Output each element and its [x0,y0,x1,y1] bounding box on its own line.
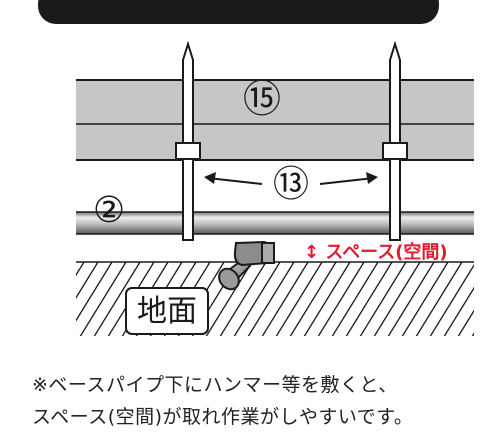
base-pipe [76,211,474,235]
hatch-line [261,262,309,336]
hatch-line [76,262,113,322]
board-label: ⑮ [243,77,281,121]
hatch-line [373,262,421,336]
base-pipe-label: ② [93,190,125,231]
hatch-line [76,262,99,299]
hatch-line [205,262,253,336]
hatch-line [79,262,127,336]
space-label: ↕ スペース(空間) [304,241,448,263]
double-arrow-icon [204,172,378,185]
hatch-line [76,262,85,277]
hatch-line [443,286,474,336]
hatch-line [331,262,379,336]
caption-line-2: スペース(空間)が取れ作業がしやすいです。 [32,406,414,428]
hatch-line [233,262,281,336]
hatch-line [289,262,337,336]
hatch-line [401,262,449,336]
caption-line-1: ※ベースパイプ下にハンマー等を敷くと、 [32,374,398,396]
hatch-line [219,262,267,336]
hatch-line [247,262,295,336]
ground-label: 地面 [137,294,197,329]
hatch-line [359,262,407,336]
ground-hatch [22,262,500,340]
hatch-line [457,309,474,336]
hatch-line [275,262,323,336]
left-post [175,40,201,241]
hatch-line [429,264,474,336]
header-bar [38,0,439,24]
hatch-line [387,262,435,336]
gap-label: ⑬ [273,164,309,205]
hatch-line [471,332,474,336]
hatch-line [415,262,463,336]
hammer-icon [218,240,275,291]
hatch-line [303,262,351,336]
hatch-line [345,262,393,336]
right-post [382,40,408,241]
hatch-line [93,262,141,336]
hatch-line [484,262,500,340]
hatch-line [317,262,365,336]
hatch-line [22,262,70,340]
ground-label-box: 地面 [125,287,209,335]
